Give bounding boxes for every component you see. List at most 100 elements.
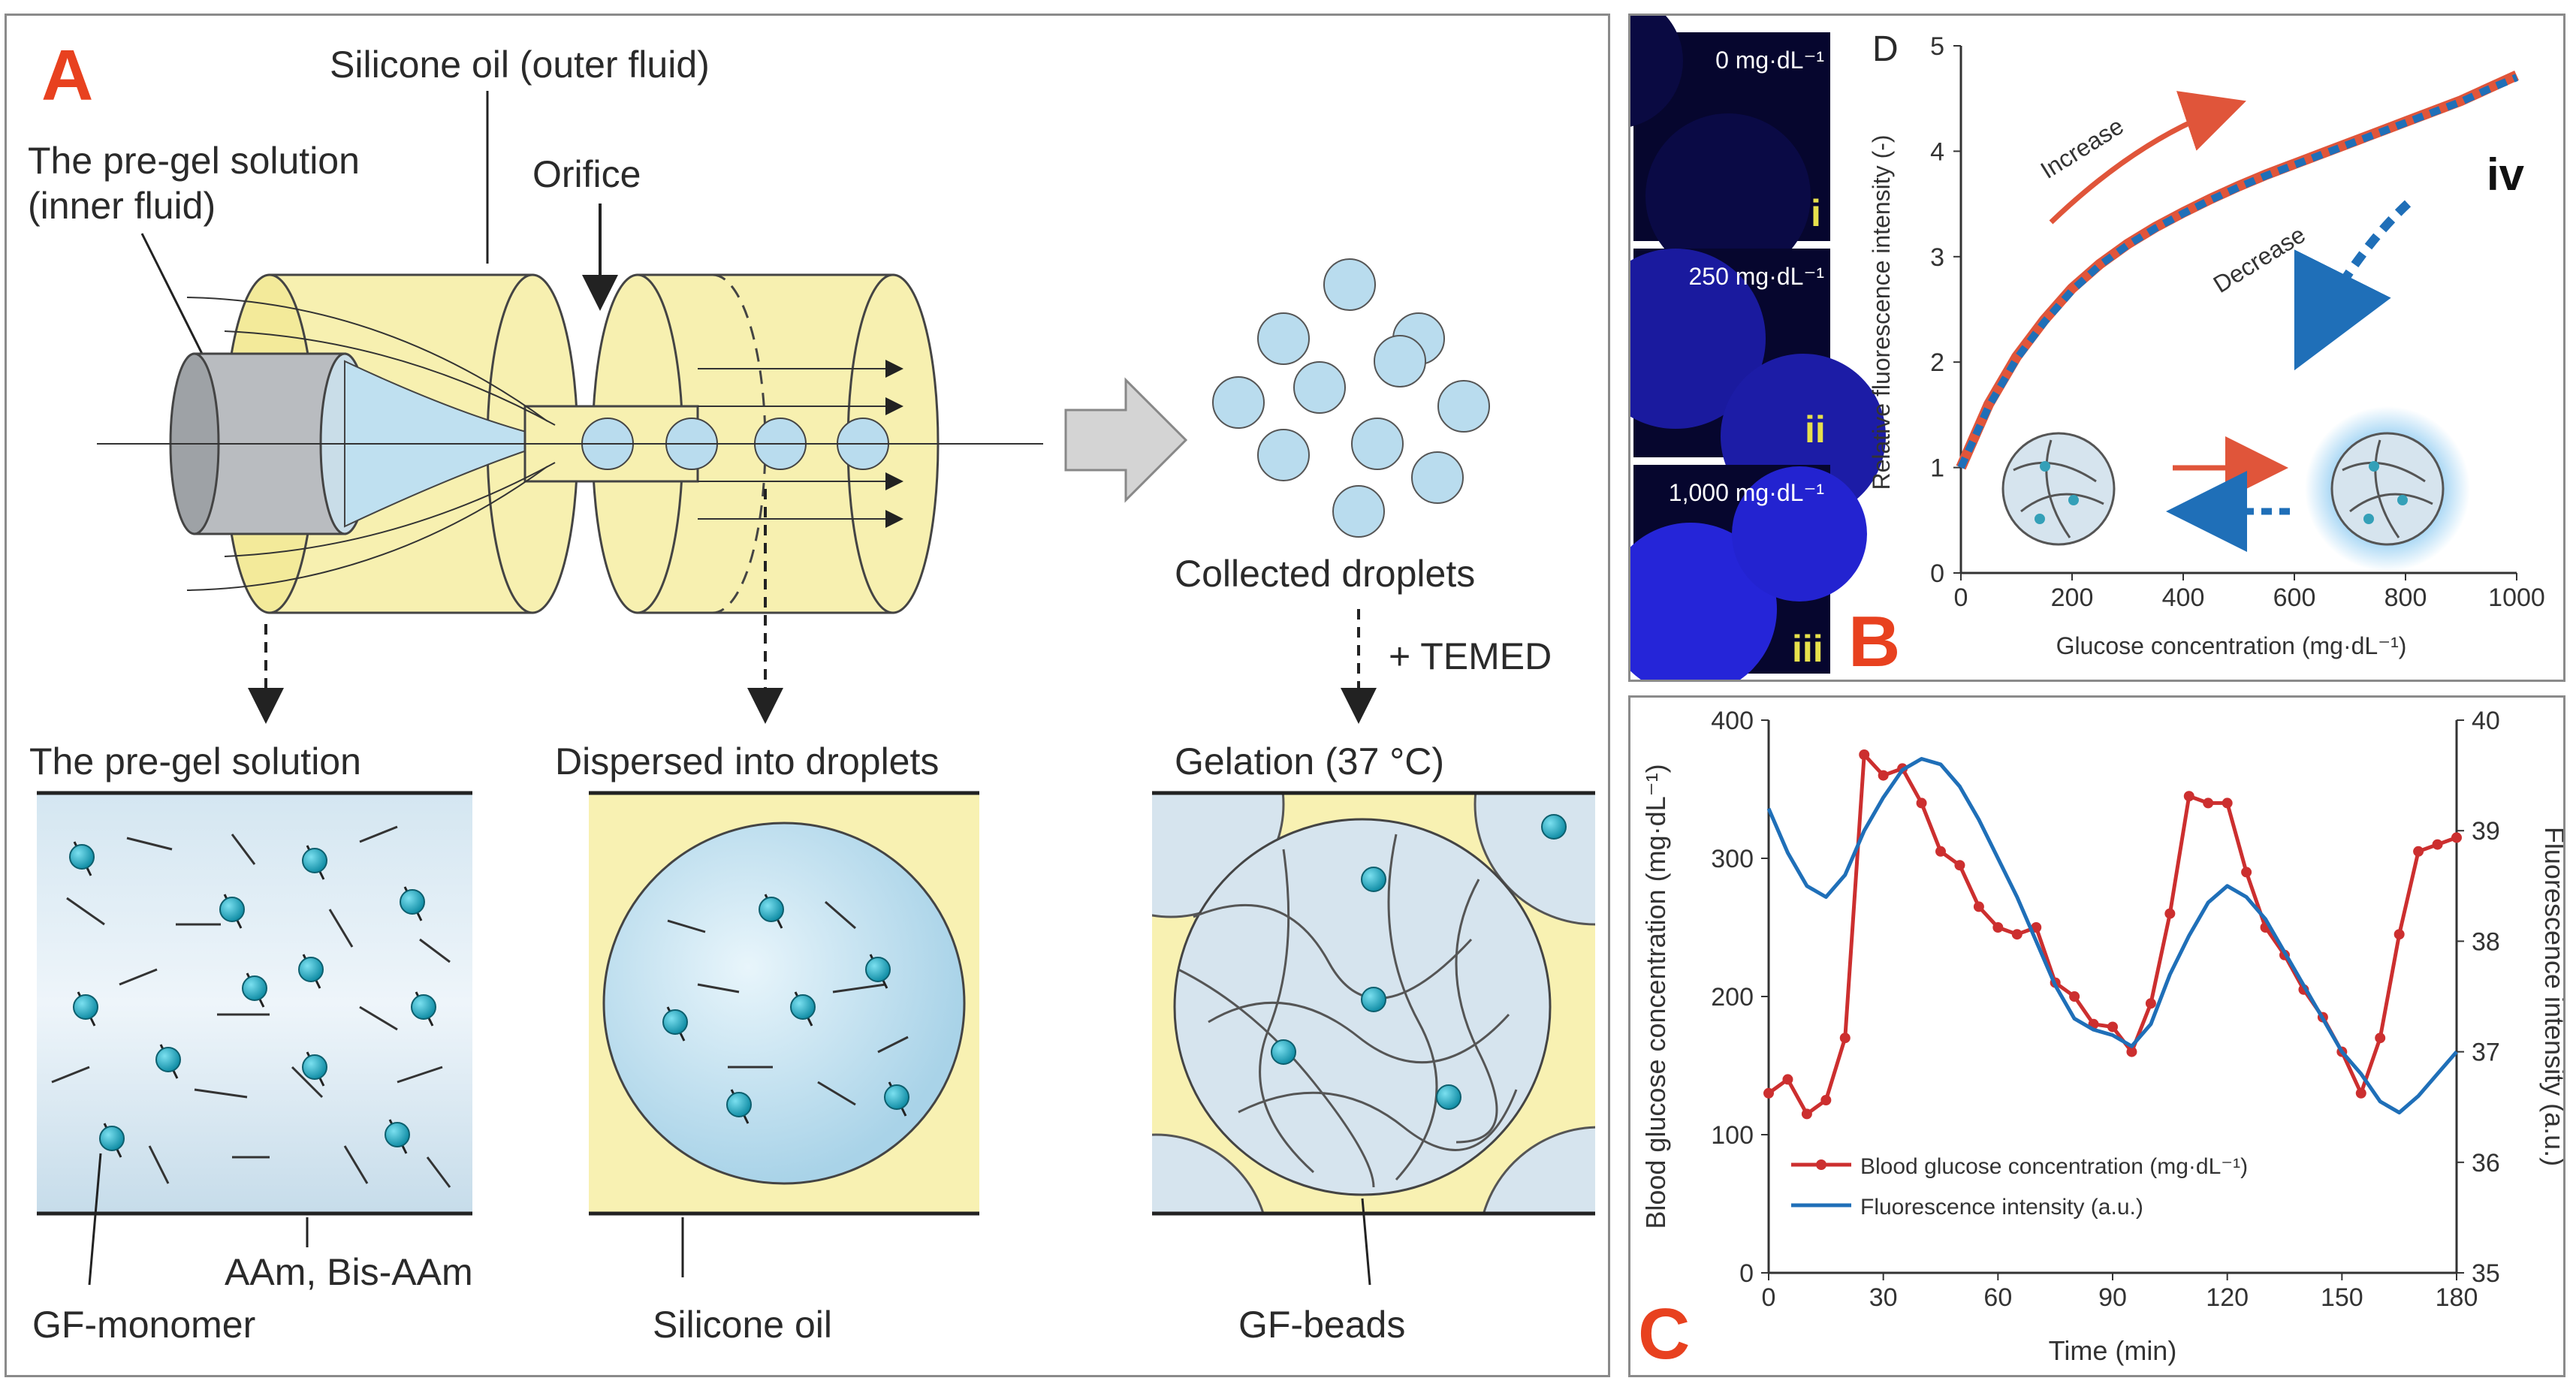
fluorescence-image-iii: 1,000 mg·dL⁻¹ iii	[1604, 465, 1867, 695]
box-title-dispersed: Dispersed into droplets	[555, 740, 939, 782]
chart-d-xtick-label: 200	[2051, 583, 2094, 612]
inner-fluid-leader	[140, 233, 211, 369]
fluorescence-image-i: 0 mg·dL⁻¹ i	[1548, 0, 1830, 279]
chart-d-xtick-label: 600	[2273, 583, 2316, 612]
bead-bright-icon	[2305, 406, 2470, 571]
chart-c-xtick-label: 120	[2206, 1283, 2249, 1312]
chart-c-point	[2394, 929, 2405, 940]
chart-c-point	[1992, 922, 2004, 933]
chart-d-xtick-label: 800	[2384, 583, 2427, 612]
decrease-label: Decrease	[2209, 221, 2310, 298]
panel-b: 0 mg·dL⁻¹ i 250 mg·dL⁻¹ ii 1,000 mg·dL⁻¹…	[1548, 0, 2565, 695]
caption-gf-beads: GF-beads	[1238, 1304, 1405, 1346]
chart-c-point	[1916, 797, 1927, 809]
box-title-gelation: Gelation (37 °C)	[1175, 740, 1444, 782]
chart-c-xtick-label: 90	[2098, 1283, 2127, 1312]
chart-c-point	[1859, 749, 1870, 760]
orifice-label: Orifice	[532, 153, 641, 195]
chart-c-ytick-label: 0	[1739, 1259, 1754, 1288]
chart-c-point	[1763, 1087, 1774, 1099]
caption-silicone-oil: Silicone oil	[653, 1304, 832, 1346]
decrease-arrow	[2294, 200, 2412, 371]
increase-label: Increase	[2036, 112, 2128, 184]
chart-c-point	[2107, 1021, 2118, 1033]
chart-d-ytick-label: 3	[1930, 243, 1944, 272]
gf-beads-leader	[1361, 1198, 1371, 1286]
chart-c-y2tick-label: 39	[2472, 817, 2500, 846]
chart-c-point	[2203, 797, 2214, 809]
chart-d-ytick-label: 2	[1930, 348, 1944, 377]
chart-c-point	[1973, 901, 1984, 912]
caption-aam-bisaam: AAm, Bis-AAm	[225, 1251, 473, 1293]
chart-c-xtick-label: 60	[1983, 1283, 2012, 1312]
chart-c-point	[2011, 929, 2022, 940]
caption-gf-monomer: GF-monomer	[32, 1304, 255, 1346]
chart-c-point	[2183, 791, 2194, 802]
image-ii-concentration: 250 mg·dL⁻¹	[1688, 263, 1824, 290]
chart-d-numeral: iv	[2487, 149, 2525, 200]
gelation-box	[1152, 791, 1595, 1216]
chart-c-point	[1878, 770, 1889, 781]
box-title-pregel: The pre-gel solution	[29, 740, 361, 782]
chart-c-y2label: Fluorescence intensity (a.u.)	[2539, 827, 2563, 1166]
chart-c-point	[1954, 860, 1965, 871]
chart-c-xtick-label: 30	[1869, 1283, 1898, 1312]
chart-d-ytick-label: 5	[1930, 32, 1944, 61]
chart-c-ytick-label: 200	[1711, 983, 1754, 1012]
legend-fluorescence: Fluorescence intensity (a.u.)	[1860, 1195, 2143, 1220]
pregel-solution-box	[37, 791, 472, 1216]
increase-arrow	[2049, 91, 2246, 225]
chart-d-xlabel: Glucose concentration (mg·dL⁻¹)	[2056, 632, 2407, 659]
chart-c-point	[2413, 846, 2424, 857]
chart-c-point	[2432, 839, 2443, 850]
gf-monomer-leader	[88, 1153, 102, 1286]
microfluidic-device	[97, 273, 1043, 614]
chart-d-ylabel: Relative fluorescence intensity (-)	[1868, 134, 1895, 490]
chart-c-point	[2451, 832, 2462, 843]
chart-c-point	[2126, 1046, 2137, 1057]
panel-b-figure: 0 mg·dL⁻¹ i 250 mg·dL⁻¹ ii 1,000 mg·dL⁻¹…	[1548, 0, 2545, 695]
chart-c-point	[2241, 867, 2252, 878]
chart-d-xtick-label: 0	[1954, 583, 1968, 612]
chart-c-xtick-label: 150	[2321, 1283, 2363, 1312]
chart-d-ytick-label: 0	[1930, 559, 1944, 588]
chart-c-ytick-label: 100	[1711, 1121, 1754, 1150]
panel-c-letter: C	[1638, 1294, 1690, 1374]
legend-glucose: Blood glucose concentration (mg·dL⁻¹)	[1860, 1154, 2248, 1179]
chart-c-y2tick-label: 38	[2472, 927, 2500, 956]
collected-droplets-label: Collected droplets	[1175, 553, 1475, 595]
chart-d-ytick-label: 1	[1930, 454, 1944, 483]
chart-c-point	[2222, 797, 2233, 809]
chart-d-label: D	[1872, 29, 1899, 69]
chart-c-point	[1820, 1095, 1832, 1105]
chart-c-point	[2145, 998, 2156, 1009]
chart-d-series-line-2	[1957, 74, 2518, 469]
chart-c-point	[2375, 1033, 2386, 1044]
image-iii-concentration: 1,000 mg·dL⁻¹	[1669, 479, 1824, 506]
chart-c-ytick-label: 400	[1711, 707, 1754, 735]
image-ii-numeral: ii	[1805, 409, 1826, 451]
pregel-inner-label-line1: The pre-gel solution	[28, 140, 360, 182]
image-i-concentration: 0 mg·dL⁻¹	[1715, 47, 1824, 74]
chart-c-series-line-1	[1767, 752, 2457, 1116]
chart-c-point	[1782, 1074, 1793, 1085]
panel-a-letter: A	[41, 35, 93, 116]
chart-c-y2tick-label: 40	[2472, 707, 2500, 735]
collected-droplets-cluster	[1212, 258, 1490, 538]
chart-c-xtick-label: 0	[1762, 1283, 1776, 1312]
chart-c-series-line-2	[1766, 757, 2458, 1115]
image-i-numeral: i	[1811, 192, 1821, 234]
chart-c-point	[1935, 846, 1946, 857]
chart-c-point	[2069, 991, 2080, 1002]
chart-c-legend: Blood glucose concentration (mg·dL⁻¹) Fl…	[1791, 1154, 2248, 1220]
chart-d-xtick-label: 400	[2162, 583, 2205, 612]
chart-c-ylabel: Blood glucose concentration (mg·dL⁻¹)	[1640, 764, 1671, 1229]
dispersed-droplet-box	[589, 791, 979, 1216]
bead-dim-icon	[2001, 432, 2116, 546]
chart-c-xtick-label: 180	[2436, 1283, 2478, 1312]
